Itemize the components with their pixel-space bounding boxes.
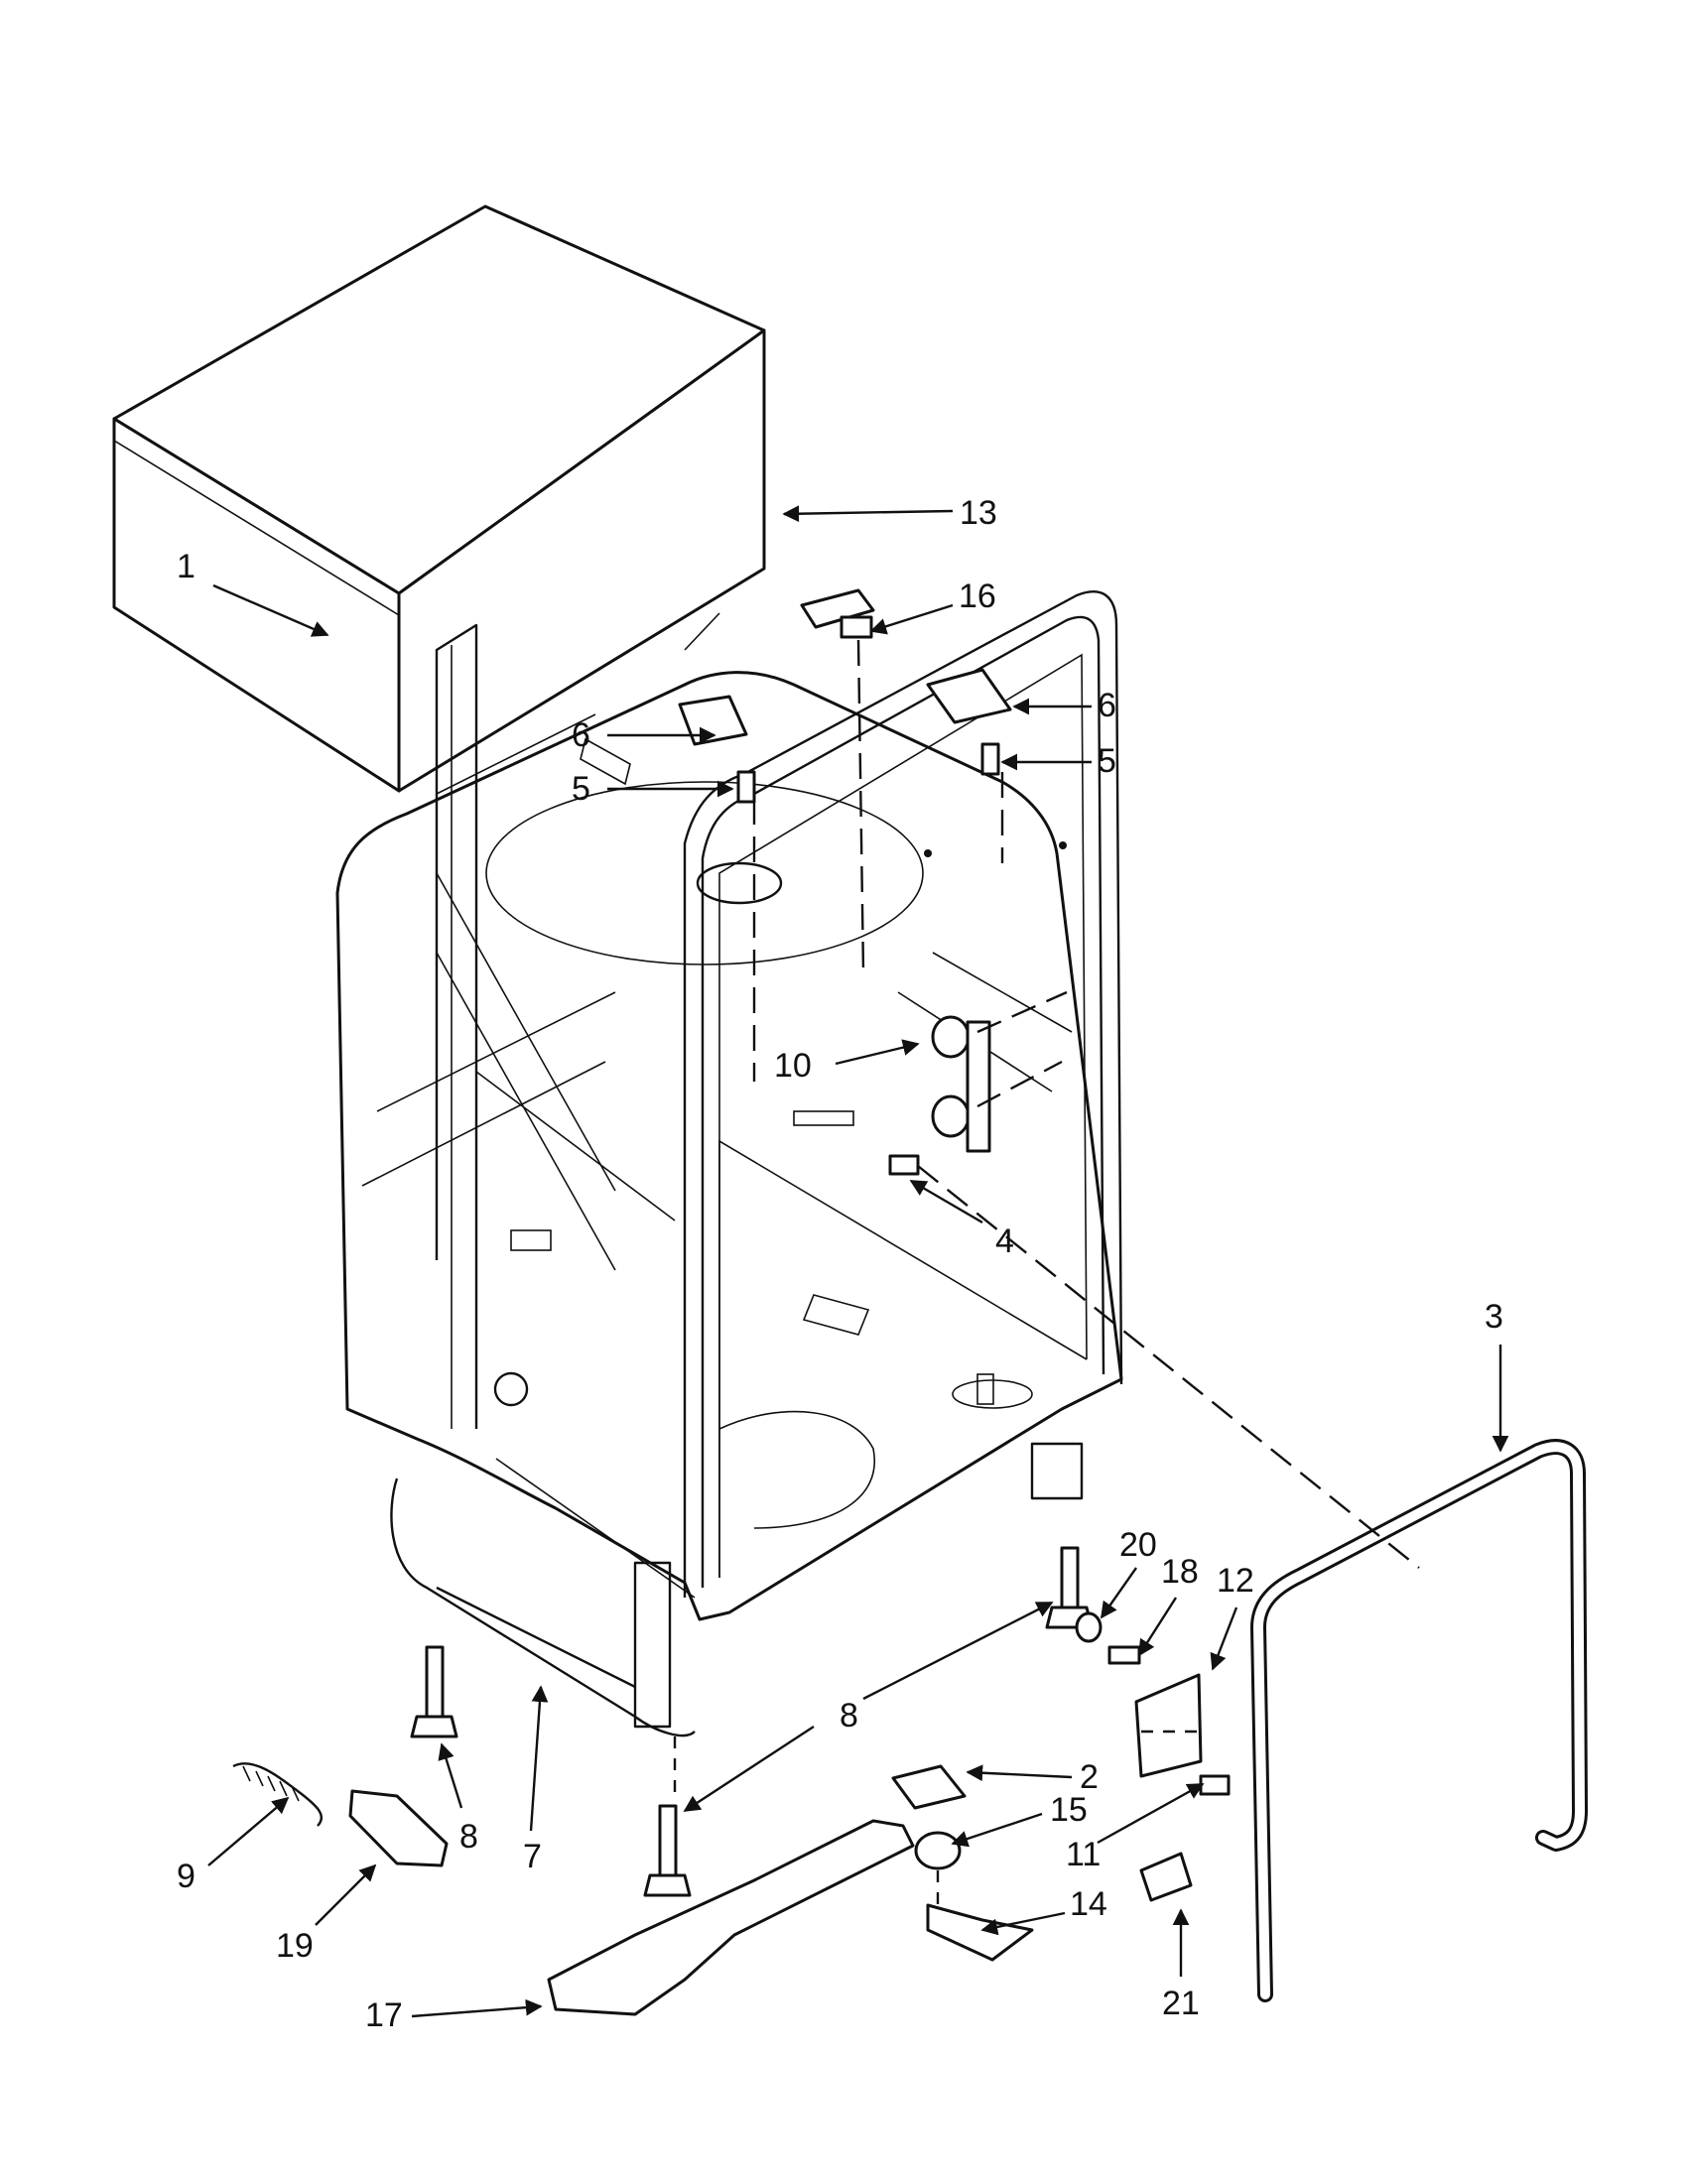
callout-4: 4 xyxy=(995,1222,1014,1260)
alignment-lines xyxy=(673,639,1420,1905)
callout-8-center: 8 xyxy=(840,1697,858,1734)
callout-17: 17 xyxy=(365,1996,403,2034)
leveling-leg-center-part xyxy=(643,1804,692,1897)
callout-14: 14 xyxy=(1070,1885,1107,1923)
callout-12: 12 xyxy=(1217,1562,1254,1600)
door-gasket-part xyxy=(1250,1439,1588,2002)
callout-6-right: 6 xyxy=(1098,687,1116,724)
callout-3: 3 xyxy=(1485,1298,1503,1336)
callout-16: 16 xyxy=(959,578,996,615)
leader-arrows xyxy=(207,505,1509,2018)
callout-9: 9 xyxy=(177,1858,195,1895)
callout-6-left: 6 xyxy=(572,716,590,754)
callout-7: 7 xyxy=(523,1838,542,1875)
callout-13: 13 xyxy=(960,494,997,532)
callout-labels: 13 16 6 6 5 5 1 10 4 3 20 18 12 8 8 8 2 … xyxy=(177,494,1503,2034)
callout-15: 15 xyxy=(1050,1791,1088,1829)
callout-11: 11 xyxy=(1066,1836,1101,1873)
leveling-leg-left-part xyxy=(410,1645,458,1738)
callout-5-left: 5 xyxy=(572,770,590,808)
callout-10: 10 xyxy=(774,1047,812,1085)
callout-2: 2 xyxy=(1080,1758,1099,1796)
callout-19: 19 xyxy=(276,1927,314,1965)
callout-21: 21 xyxy=(1162,1985,1200,2022)
small-parts xyxy=(232,588,1231,2016)
callout-20: 20 xyxy=(1119,1526,1157,1564)
callout-5-right: 5 xyxy=(1098,742,1116,780)
callout-1: 1 xyxy=(177,548,195,585)
callout-8-left: 8 xyxy=(459,1818,478,1856)
callout-18: 18 xyxy=(1161,1553,1199,1591)
